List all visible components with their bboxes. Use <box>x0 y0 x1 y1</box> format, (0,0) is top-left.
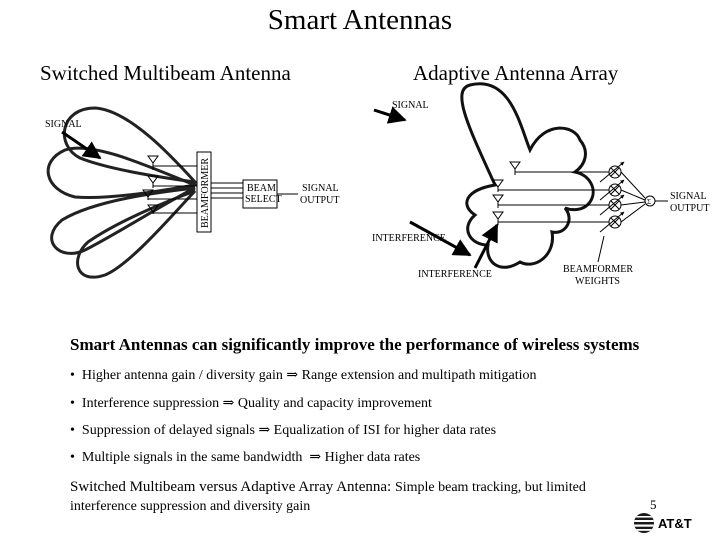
antenna-element-2 <box>147 175 197 188</box>
interference-top-arrow <box>409 220 472 257</box>
interference-bottom-label: INTERFERENCE <box>418 269 492 280</box>
bullet-effect: Range extension and multipath mitigation <box>301 368 537 383</box>
multiplier-4 <box>608 215 622 229</box>
bullet-cause: Multiple signals in the same bandwidth <box>81 450 303 465</box>
summer-symbol: Σ <box>647 198 651 206</box>
beam-lobe-1 <box>63 106 199 185</box>
antenna-element-1 <box>147 155 197 170</box>
beamformer-to-select-lines <box>211 182 243 199</box>
beamformer-weights-label-2: WEIGHTS <box>575 276 620 287</box>
benefit-bullet: • Multiple signals in the same bandwidth… <box>70 449 420 466</box>
array-element-1 <box>509 161 609 175</box>
beam-lobe-4 <box>76 189 197 279</box>
implies-arrow-icon: ⇒ <box>286 368 299 383</box>
summary-headline: Smart Antennas can significantly improve… <box>70 335 640 354</box>
weight-arrows <box>599 161 625 233</box>
beam-select-label-1: BEAM <box>247 183 276 194</box>
adaptive-beam-pattern <box>460 82 595 269</box>
bullet-cause: Suppression of delayed signals <box>81 423 255 438</box>
left-signal-arrow <box>61 130 102 160</box>
globe-icon <box>634 513 654 533</box>
interference-bottom-arrow <box>473 223 499 269</box>
bullet-glyph: • <box>70 423 75 438</box>
comparison-note: Switched Multibeam versus Adaptive Array… <box>70 478 660 516</box>
antenna-element-4 <box>147 204 197 214</box>
comparison-rest-line1: Simple beam tracking, but limited <box>394 480 586 495</box>
array-element-4 <box>492 211 609 225</box>
page-number: 5 <box>650 497 657 512</box>
bullet-cause: Higher antenna gain / diversity gain <box>81 368 283 383</box>
beamformer-block <box>196 151 212 233</box>
beam-select-label-2: SELECT <box>245 194 282 205</box>
att-logo: AT&T <box>633 512 692 534</box>
left-signal-label: SIGNAL <box>45 119 82 130</box>
array-element-2 <box>492 179 609 192</box>
array-element-3 <box>492 194 609 208</box>
comparison-lead: Switched Multibeam versus Adaptive Array… <box>70 479 392 495</box>
bullet-effect: Higher data rates <box>324 450 421 465</box>
smart-antenna-diagram: SIGNAL BEAMFORMER BEAM SELECT SIGNAL OUT… <box>45 82 709 287</box>
comparison-rest-line2: interference suppression and diversity g… <box>70 499 311 514</box>
multiplier-3 <box>608 198 622 212</box>
slide-title: Smart Antennas <box>267 4 453 36</box>
bullet-glyph: • <box>70 396 75 411</box>
beam-lobe-2 <box>46 146 201 199</box>
left-signal-output-label-1: SIGNAL <box>302 183 339 194</box>
left-signal-output-label-2: OUTPUT <box>300 195 339 206</box>
benefit-bullet: • Suppression of delayed signals ⇒ Equal… <box>70 422 496 439</box>
right-signal-label: SIGNAL <box>392 100 429 111</box>
right-signal-output-label-1: SIGNAL <box>670 191 707 202</box>
multiplier-to-summer-lines <box>620 171 646 223</box>
right-signal-output-label-2: OUTPUT <box>670 203 709 214</box>
antenna-element-3 <box>142 189 197 200</box>
weight-multipliers <box>608 165 622 229</box>
left-antenna-elements <box>142 155 197 214</box>
multiplier-2 <box>608 183 622 197</box>
right-antenna-elements <box>492 161 609 225</box>
beam-select-block <box>242 179 278 209</box>
benefit-bullet: • Interference suppression ⇒ Quality and… <box>70 395 432 412</box>
implies-arrow-icon: ⇒ <box>222 396 235 411</box>
logo-text: AT&T <box>658 515 692 531</box>
benefit-bullet: • Higher antenna gain / diversity gain ⇒… <box>70 367 537 384</box>
adaptive-array-heading: Adaptive Antenna Array <box>413 61 619 85</box>
right-signal-arrow <box>373 106 407 124</box>
bullet-cause: Interference suppression <box>81 396 220 411</box>
beamformer-weights-pointer <box>597 235 605 263</box>
implies-arrow-icon: ⇒ <box>258 423 271 438</box>
beamformer-label: BEAMFORMER <box>200 158 211 228</box>
bullet-glyph: • <box>70 450 75 465</box>
interference-top-label: INTERFERENCE <box>372 233 446 244</box>
switched-multibeam-heading: Switched Multibeam Antenna <box>40 61 291 85</box>
multiplier-1 <box>608 165 622 179</box>
multibeam-lobes <box>46 106 201 279</box>
beam-lobe-3 <box>50 186 196 255</box>
bullet-glyph: • <box>70 368 75 383</box>
bullet-effect: Equalization of ISI for higher data rate… <box>273 423 497 438</box>
implies-arrow-icon: ⇒ <box>309 450 322 465</box>
bullet-effect: Quality and capacity improvement <box>237 396 432 411</box>
beamformer-weights-label-1: BEAMFORMER <box>563 264 633 275</box>
